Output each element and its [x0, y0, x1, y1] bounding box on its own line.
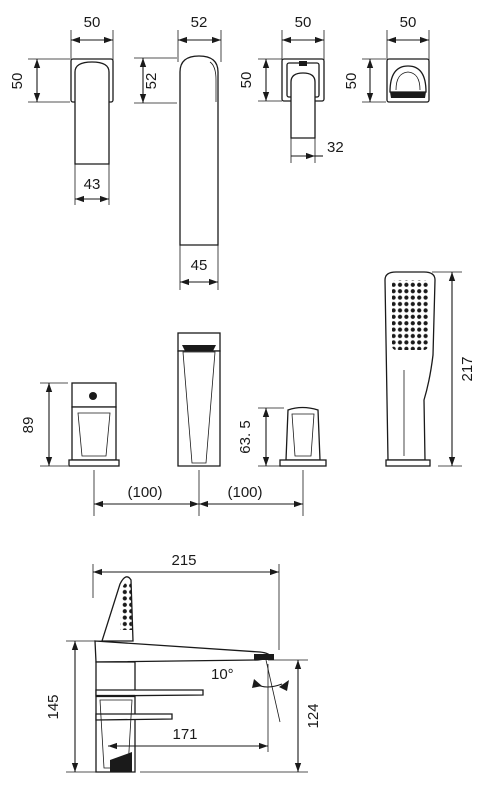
handle-indicator-dot — [89, 392, 97, 400]
diverter-base-flange — [279, 459, 327, 467]
shower-base-flange — [385, 459, 431, 467]
shower-nozzle-grid — [392, 280, 428, 350]
body-side-shadow — [110, 752, 132, 772]
handle-front-view: 89 — [20, 382, 120, 467]
spout-highlight — [209, 61, 217, 102]
spout-body-front — [177, 350, 221, 467]
dim-diverter-height: 63. 5 — [237, 420, 254, 453]
shower-head-face — [390, 92, 426, 98]
dim-spout-reach: 171 — [172, 726, 197, 743]
diverter-knob-front — [285, 406, 321, 461]
dim-diverter-base-width: 32 — [327, 139, 344, 156]
dim-spacing-left: (100) — [127, 484, 162, 501]
handle-plan-view: 50 50 43 — [9, 14, 114, 205]
diverter-knob-facet — [291, 413, 315, 457]
angle-reference-line — [265, 659, 281, 723]
spout-side-arm — [94, 640, 273, 663]
dim-handle-depth: 50 — [9, 73, 26, 90]
spacing-dimensions: (100) (100) — [93, 470, 304, 516]
dim-hand-shower-length: 217 — [459, 356, 476, 381]
diverter-lever-side — [95, 713, 173, 721]
handle-base-flange — [68, 459, 120, 467]
spout-outlet-side — [254, 654, 274, 660]
spout-plan-view: 52 52 45 — [134, 14, 222, 290]
shower-head-top — [389, 65, 427, 93]
faucet-side-view: 215 145 171 124 10° — [45, 552, 322, 773]
dim-handle-height: 89 — [20, 417, 37, 434]
dim-diverter-depth: 50 — [238, 72, 255, 89]
shower-holder-plan-view: 50 50 — [343, 14, 430, 103]
dim-handle-base-width: 43 — [84, 176, 101, 193]
dim-overall-length: 215 — [171, 552, 196, 569]
dim-handle-width: 50 — [84, 14, 101, 31]
hand-shower-side-nozzles — [120, 581, 132, 630]
dim-spout-angle: 10° — [211, 666, 234, 683]
diverter-plan-view: 50 50 32 — [238, 14, 344, 163]
handle-lever-outline — [74, 61, 110, 165]
diverter-front-view: 63. 5 — [237, 406, 327, 467]
handle-lever-side — [95, 689, 204, 697]
dim-diverter-width: 50 — [295, 14, 312, 31]
dim-spout-width: 52 — [191, 14, 208, 31]
dim-overall-height: 145 — [45, 694, 62, 719]
shower-head-ridge — [395, 71, 421, 91]
dim-spout-depth: 52 — [143, 73, 160, 90]
spout-front-view — [177, 332, 221, 467]
handle-body-facet — [77, 412, 111, 457]
dim-spacing-right: (100) — [227, 484, 262, 501]
spout-body-facet — [182, 351, 216, 464]
spout-outline — [179, 55, 219, 246]
dim-outlet-height: 124 — [305, 703, 322, 728]
dim-spout-base-width: 45 — [191, 257, 208, 274]
diverter-indicator — [299, 61, 307, 66]
diverter-knob-outline — [290, 72, 316, 139]
dim-shower-depth: 50 — [343, 73, 360, 90]
dim-shower-width: 50 — [400, 14, 417, 31]
hand-shower-front-view: 217 — [384, 271, 476, 467]
handle-body-front — [71, 406, 117, 461]
spout-outlet-aerator — [182, 345, 216, 351]
handle-lever-front — [71, 382, 117, 408]
